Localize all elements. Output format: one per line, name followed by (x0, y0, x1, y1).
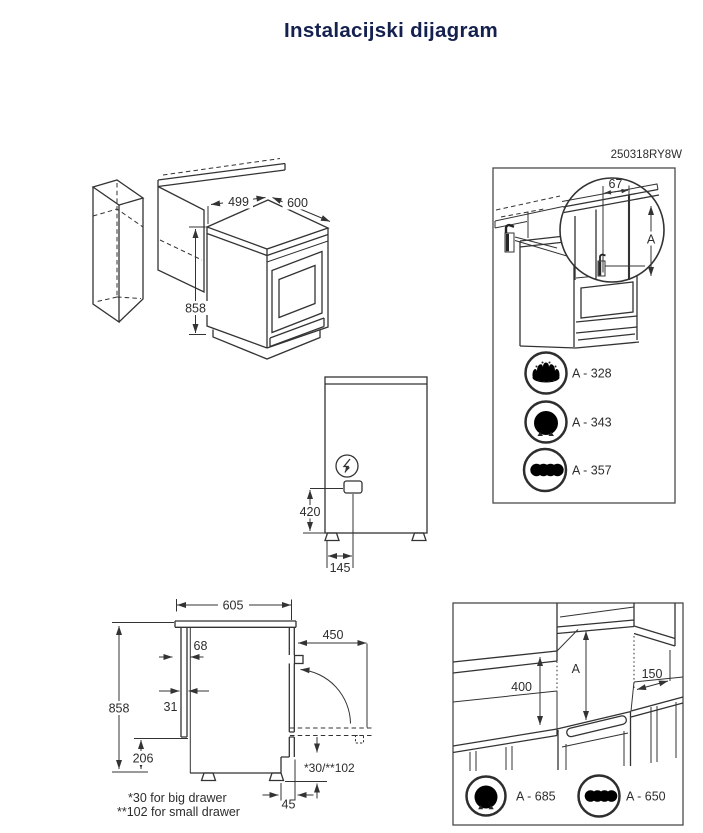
left-cabinet-drawing (91, 179, 145, 324)
magnified-corner-detail: 67 A (561, 177, 660, 280)
dim-drawer-clearance: *30/**102 (304, 761, 355, 775)
dim-depth: 605 (223, 599, 244, 613)
gas-burner-icon (532, 361, 560, 383)
dim-socket-height: 420 (300, 505, 321, 519)
igniter-small-icon (597, 253, 645, 277)
clearance-legend: A - 685 A - 650 (465, 774, 666, 818)
dim-step-depth: 45 (282, 798, 296, 812)
dim-opening-width: 499 (228, 195, 249, 209)
page-title: Instalacijski dijagram (284, 19, 498, 42)
isometric-view: 499 600 858 (91, 158, 331, 360)
dim-corner-gap: 67 (609, 177, 623, 191)
rear-view: 420 145 (296, 376, 428, 575)
kitchen-perspective-drawing (452, 603, 684, 771)
dim-side-clearance: 150 (642, 667, 663, 681)
oven-handle (566, 715, 627, 738)
note-big-drawer: *30 for big drawer (128, 791, 227, 805)
dim-plinth-height: 206 (133, 752, 154, 766)
cooker-iso-drawing (205, 199, 330, 360)
dim-socket-offset: 145 (330, 561, 351, 575)
clearance-dimensions: 400 A 150 (511, 631, 669, 725)
iso-dimensions: 499 600 858 (180, 195, 331, 335)
dim-height-ref: A (572, 662, 581, 676)
legend-label-coil: A - 357 (572, 464, 612, 478)
corner-detail-box: 67 A (492, 167, 676, 504)
coil-icon (584, 790, 618, 802)
rear-dimensions: 420 145 (296, 488, 354, 575)
note-small-drawer: **102 for small drawer (117, 805, 240, 819)
dim-height-ref: A (647, 233, 656, 247)
dim-height: 858 (109, 702, 130, 716)
fan-icon (534, 411, 558, 436)
dim-door-swing: 450 (323, 628, 344, 642)
clearance-box: 400 A 150 A - 685 A - 650 (452, 602, 684, 826)
legend-label-fan: A - 343 (572, 416, 612, 430)
side-view: 605 68 31 858 206 450 (104, 598, 373, 819)
dim-panel-thickness: 31 (164, 700, 178, 714)
dim-rear-gap: 68 (194, 639, 208, 653)
detail-legend: A - 328 A - 343 A - 357 (522, 351, 612, 493)
cooker-front-drawing (519, 234, 640, 349)
coil-icon (530, 463, 564, 477)
dim-cooker-width: 600 (287, 196, 308, 210)
model-code: 250318RY8W (611, 149, 683, 161)
legend-label-coil: A - 650 (626, 790, 666, 804)
legend-label-fan: A - 685 (516, 790, 556, 804)
electric-connection-icon (335, 454, 359, 478)
magnifier-circle (559, 177, 665, 283)
legend-label-gas: A - 328 (572, 367, 612, 381)
dim-cooker-height: 858 (185, 302, 206, 316)
connection-box (343, 480, 363, 494)
worktop-cabinet-drawing (157, 158, 286, 294)
fan-icon (474, 785, 498, 810)
dim-left-clearance: 400 (511, 680, 532, 694)
